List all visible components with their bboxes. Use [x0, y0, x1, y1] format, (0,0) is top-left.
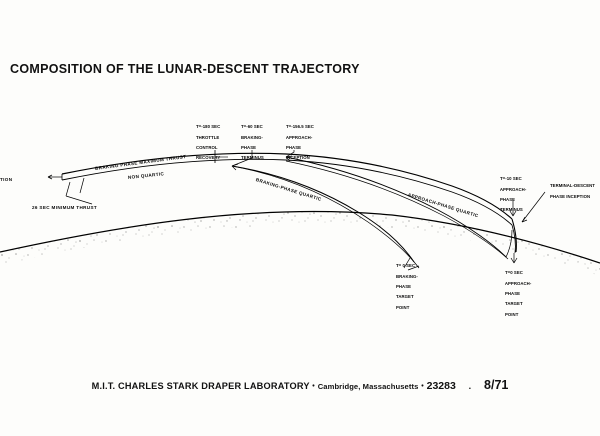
event-line: TERMINUS: [499, 207, 523, 213]
event-label-throttle-control-recovery: T=-180 SEC THROTTLE CONTROL RECOVERY: [191, 119, 220, 166]
event-line: BRAKING-: [395, 273, 418, 279]
curve-label-min-thrust: 26 SEC MINIMUM THRUST: [32, 205, 98, 210]
event-label-approach-phase-target-point: T=0 SEC APPROACH- PHASE TARGET POINT: [500, 265, 531, 322]
event-line: T=-156.5 SEC: [285, 124, 314, 130]
event-leader-lines: [214, 150, 546, 271]
terminal-descent-curve: [505, 218, 517, 258]
event-line: PHASE: [285, 145, 302, 151]
braking-max-thrust-curve: [61, 152, 513, 226]
event-line: PHASE: [504, 291, 521, 297]
event-line: APPROACH-: [285, 134, 313, 140]
event-line: POINT: [504, 311, 519, 317]
footer-city: Cambridge, Massachusetts: [317, 382, 419, 391]
event-line: TARGET: [504, 301, 523, 307]
event-label-braking-phase-target-point: T= 0 SEC BRAKING- PHASE TARGET POINT: [391, 258, 418, 315]
event-line: PHASE: [240, 145, 257, 151]
event-line: T=-10 SEC: [499, 176, 522, 182]
footer-date: 8/71: [484, 378, 509, 392]
event-label-terminal-descent-phase-inception: TERMINAL-DESCENT PHASE INCEPTION: [545, 178, 595, 204]
event-line: BRAKING-: [240, 134, 263, 140]
event-line: APPROACH-: [499, 186, 527, 192]
event-line: T=0 SEC: [504, 270, 523, 276]
event-label-approach-phase-inception: T=-156.5 SEC APPROACH- PHASE INCEPTION: [281, 119, 314, 166]
footer-credit-line: M.I.T. CHARLES STARK DRAPER LABORATORY •…: [0, 378, 600, 392]
footer-bullet-2: •: [421, 383, 424, 391]
event-line: RECOVERY: [195, 155, 221, 161]
footer-dot: .: [468, 381, 472, 391]
braking-phase-quartic-curve: [231, 165, 420, 269]
event-line: TARGET: [395, 294, 414, 300]
event-line: POINT: [395, 304, 410, 310]
event-line: PHASE: [395, 284, 412, 290]
curve-label-left-clipped: TION: [0, 177, 13, 182]
event-label-braking-phase-terminus: T=-60 SEC BRAKING- PHASE TERMINUS: [236, 119, 264, 166]
page-title: COMPOSITION OF THE LUNAR-DESCENT TRAJECT…: [10, 62, 360, 76]
event-line: T= 0 SEC: [395, 263, 416, 269]
footer-document-number: 23283: [426, 380, 456, 392]
event-line: T=-60 SEC: [240, 124, 263, 130]
event-label-approach-phase-terminus: T=-10 SEC APPROACH- PHASE TERMINUS: [495, 171, 526, 218]
event-line: TERMINUS: [240, 155, 264, 161]
approach-phase-quartic-curve: [285, 156, 509, 260]
event-line: CONTROL: [195, 145, 218, 151]
event-line: TERMINAL-DESCENT: [549, 183, 595, 189]
event-line: THROTTLE: [195, 134, 220, 140]
event-line: T=-180 SEC: [195, 124, 221, 130]
event-line: PHASE INCEPTION: [549, 193, 591, 199]
footer-lab-name: M.I.T. CHARLES STARK DRAPER LABORATORY: [91, 381, 310, 391]
event-line: APPROACH-: [504, 280, 532, 286]
event-line: INCEPTION: [285, 155, 310, 161]
footer-bullet-1: •: [312, 383, 315, 391]
event-line: PHASE: [499, 197, 516, 203]
min-thrust-bracket: [47, 174, 93, 205]
